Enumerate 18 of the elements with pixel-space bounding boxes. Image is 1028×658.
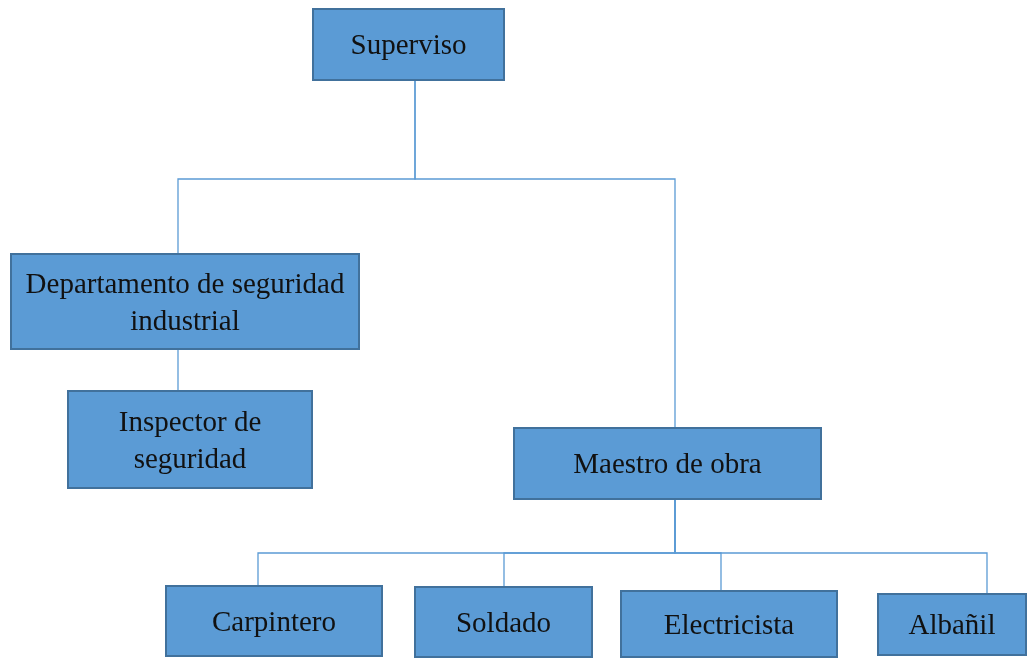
role-label: Albañil [908,607,996,643]
role-label: Superviso [350,27,467,63]
role-label: Soldado [455,604,552,640]
role-label: Inspector de seguridad [117,404,263,476]
org-box [312,8,505,81]
role-label: Carpintero [212,603,336,639]
connector-line [414,80,676,428]
org-box [10,253,360,350]
org-box [513,427,822,500]
role-label: Electricista [663,606,795,642]
org-box [877,593,1027,656]
org-box [414,586,593,658]
org-box [620,590,838,658]
role-label: Maestro de obra [573,446,762,482]
org-box [67,390,313,489]
role-label: Departamento de seguridad industrial [24,266,346,338]
connector-line [177,349,179,391]
org-box [165,585,383,657]
